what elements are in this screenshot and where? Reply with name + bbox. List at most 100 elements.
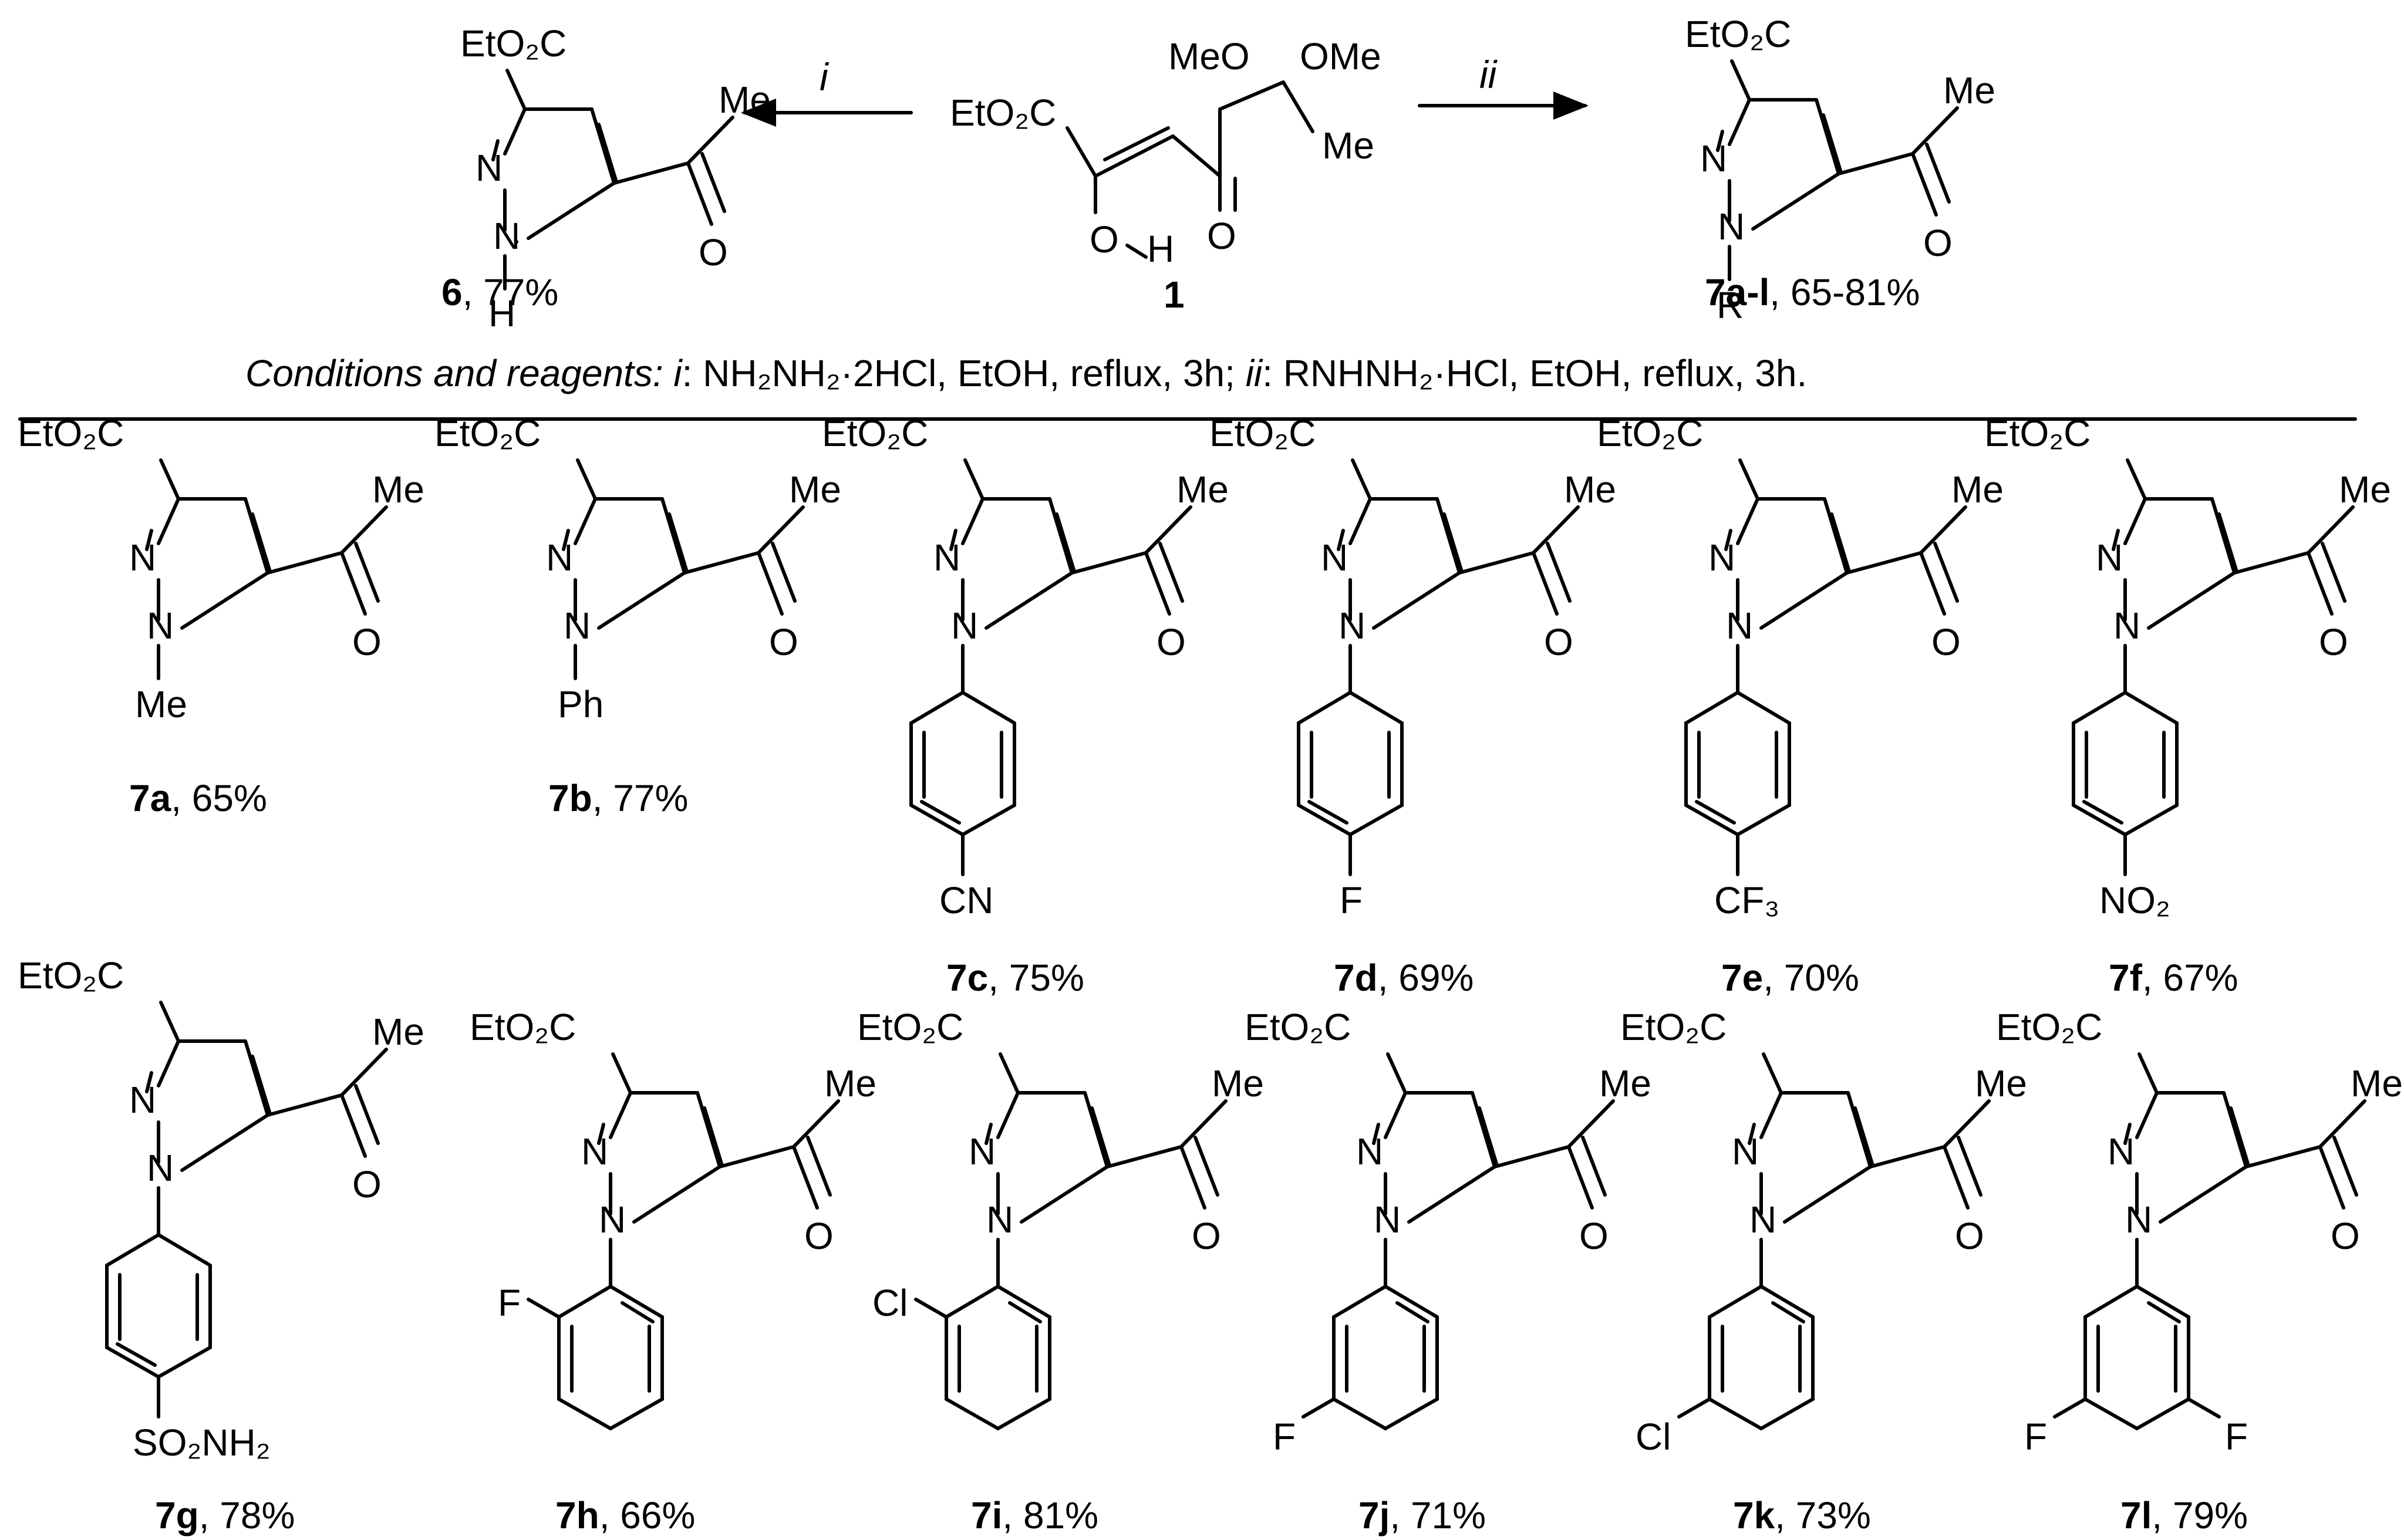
me-label: Me (719, 79, 771, 121)
h-label: H (488, 292, 515, 335)
me-label: Me (1322, 124, 1374, 167)
ester-label: EtO₂C (1984, 412, 2091, 454)
compound-7f: EtO₂C N N NO₂ Me O (1984, 412, 2391, 921)
caption-7b: 7b, 77% (548, 777, 688, 819)
n1-label: N (599, 1198, 626, 1241)
me-label: Me (1599, 1062, 1651, 1105)
ester-label: EtO₂C (1620, 1006, 1727, 1048)
o-label: O (2331, 1215, 2360, 1257)
f-label: F (1273, 1416, 1296, 1458)
o-label: O (1207, 215, 1236, 257)
n2-label: N (546, 536, 573, 579)
o-label: O (1579, 1215, 1609, 1257)
o-label: O (769, 621, 798, 663)
caption-6: 6, 77% (441, 271, 558, 313)
caption-7f: 7f, 67% (2109, 957, 2238, 999)
me-label: Me (1951, 468, 2004, 511)
compound-7c: EtO₂C N N CN Me O (822, 412, 1229, 921)
me-label: Me (2351, 1062, 2403, 1105)
n2-label: N (476, 147, 503, 189)
compound-1: EtO₂C O H O MeO OMe Me (950, 35, 1381, 270)
o-label: O (352, 1163, 382, 1205)
cn-label: CN (939, 879, 993, 921)
o-label: O (1544, 621, 1573, 663)
n2-label: N (1321, 536, 1348, 579)
n1-label: N (986, 1198, 1013, 1241)
me-label: Me (1943, 69, 1995, 112)
caption-7g: 7g, 78% (155, 1494, 295, 1536)
me-label: Me (1212, 1062, 1264, 1105)
ester-label: EtO₂C (18, 954, 124, 997)
n2-label: N (129, 536, 156, 579)
ester-label: EtO₂C (1996, 1006, 2102, 1048)
me-label: Me (1176, 468, 1229, 511)
n2-label: N (1356, 1130, 1383, 1173)
o-label: O (1923, 222, 1953, 264)
compound-7h: EtO₂C N N F Me O (470, 1006, 876, 1428)
compound-7k: EtO₂C N N Cl Me O (1620, 1006, 2027, 1458)
compound-6: EtO₂C N N H Me O (460, 22, 771, 335)
caption-7i: 7i, 81% (971, 1494, 1098, 1536)
caption-7e: 7e, 70% (1721, 957, 1859, 999)
compound-7i: EtO₂C N N Cl Me O (857, 1006, 1264, 1428)
ester-label: EtO₂C (822, 412, 928, 454)
compound-7e: EtO₂C N N CF₃ Me O (1597, 412, 2004, 921)
compound-7a: EtO₂C N N Me Me O (18, 412, 424, 725)
ome-label: OMe (1300, 35, 1381, 77)
caption-7l: 7l, 79% (2120, 1494, 2248, 1536)
o-label: O (804, 1215, 834, 1257)
cl-label: Cl (872, 1282, 908, 1324)
n1-label: N (951, 604, 978, 647)
compound-7g: EtO₂C N N SO₂NH₂ Me O (18, 954, 424, 1464)
caption-1: 1 (1164, 273, 1185, 316)
f-label: F (498, 1282, 521, 1324)
n1-label: N (1374, 1198, 1401, 1241)
f-label: F (1340, 879, 1363, 921)
ester-label: EtO₂C (950, 92, 1056, 134)
compound-7l: EtO₂C N N F F Me O (1996, 1006, 2403, 1458)
ester-label: EtO₂C (1597, 412, 1703, 454)
ph-label: Ph (558, 683, 603, 725)
ester-label: EtO₂C (1245, 1006, 1351, 1048)
me-label: Me (372, 468, 424, 511)
n1-label: N (1726, 604, 1753, 647)
o-label: O (352, 621, 382, 663)
n1-label: N (1718, 205, 1745, 248)
o-label: O (2319, 621, 2348, 663)
n1-label: N (2125, 1198, 2152, 1241)
ester-label: EtO₂C (18, 412, 124, 454)
n1-label: N (147, 604, 174, 647)
caption-7j: 7j, 71% (1358, 1494, 1486, 1536)
n2-label: N (2108, 1130, 2135, 1173)
arrow-i-label: i (820, 55, 830, 99)
o-label: O (1955, 1215, 1984, 1257)
compound-7d: EtO₂C N N F Me O (1209, 412, 1616, 921)
n1-label: N (1749, 1198, 1776, 1241)
me-label: Me (2339, 468, 2391, 511)
caption-7: 7a-l, 65-81% (1705, 271, 1920, 313)
cf3-label: CF₃ (1714, 879, 1779, 921)
cl-label: Cl (1636, 1416, 1671, 1458)
n2-label: N (1700, 137, 1727, 180)
me-label: Me (372, 1011, 424, 1053)
o-label: O (699, 231, 728, 273)
n2-label: N (969, 1130, 996, 1173)
n1-label: N (564, 604, 591, 647)
o-label: O (1192, 1215, 1221, 1257)
n2-label: N (581, 1130, 608, 1173)
me-label: Me (1564, 468, 1616, 511)
caption-7h: 7h, 66% (555, 1494, 695, 1536)
ester-label: EtO₂C (470, 1006, 576, 1048)
ester-label: EtO₂C (1209, 412, 1316, 454)
so2nh2-label: SO₂NH₂ (133, 1421, 271, 1464)
me-label: Me (789, 468, 841, 511)
caption-7c: 7c, 75% (946, 957, 1084, 999)
n2-label: N (1732, 1130, 1759, 1173)
compound-7j: EtO₂C N N F Me O (1245, 1006, 1651, 1458)
ester-label: EtO₂C (857, 1006, 963, 1048)
ester-label: EtO₂C (460, 22, 567, 65)
caption-7d: 7d, 69% (1334, 957, 1474, 999)
n2-label: N (2096, 536, 2123, 579)
me-label: Me (135, 683, 187, 725)
